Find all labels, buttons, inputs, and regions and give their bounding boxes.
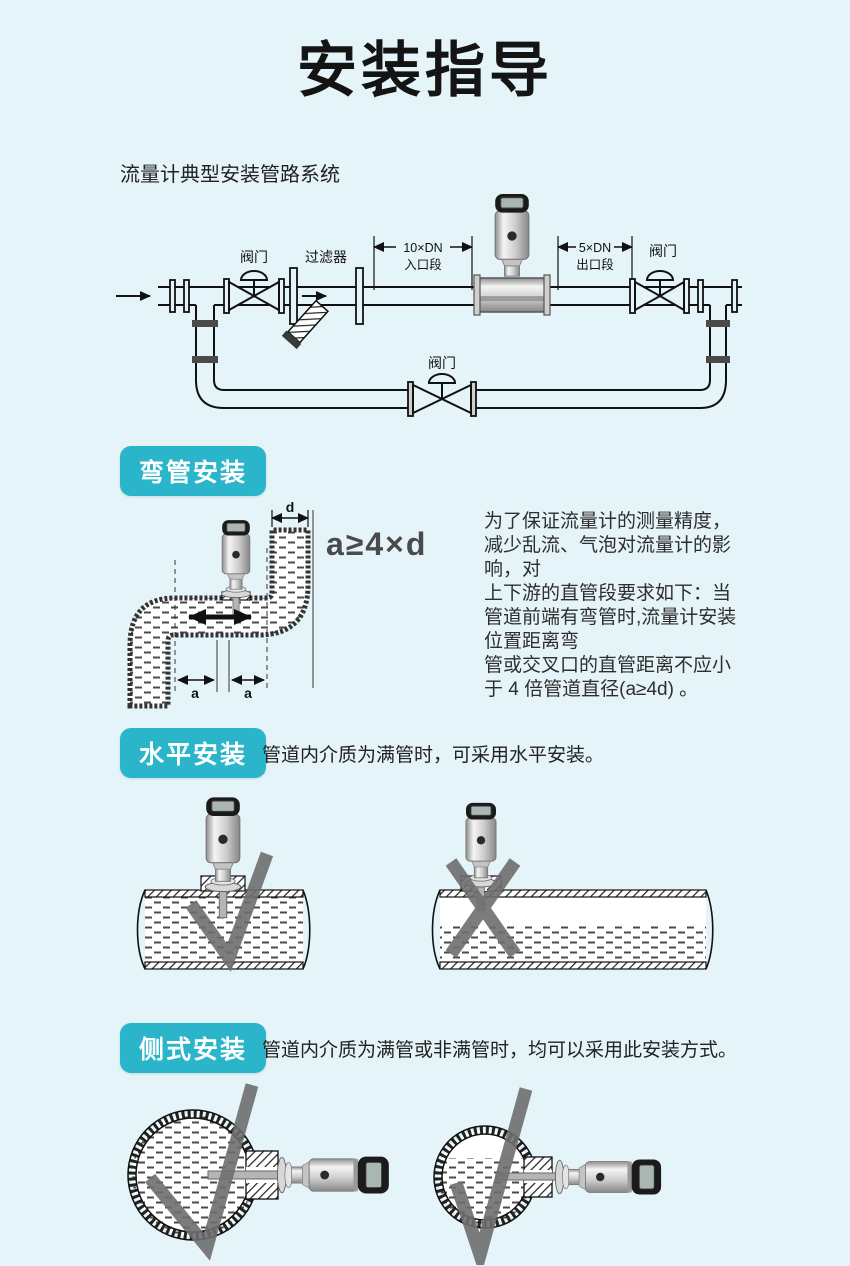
page-title: 安装指导 — [297, 37, 553, 104]
valve-bypass-label: 阀门 — [428, 355, 456, 371]
valve-right-label: 阀门 — [649, 243, 677, 259]
filter-icon — [281, 267, 364, 350]
side-description: 管道内介质为满管或非满管时，均可以采用此安装方式。 — [262, 1040, 738, 1061]
bypass-loop — [195, 379, 727, 409]
flow-meter-sensor — [276, 1155, 390, 1195]
valve-bypass-icon — [407, 373, 477, 417]
x-mark-icon — [445, 858, 521, 958]
inlet-section-dimension: 10×DN 入口段 — [373, 236, 473, 290]
outlet-section-dimension: 5×DN 出口段 — [557, 236, 633, 290]
sensor-probe — [207, 1170, 281, 1180]
horizontal-wrong-diagram — [431, 802, 714, 970]
inlet-length-label: 10×DN — [403, 241, 442, 255]
flow-meter-display-head — [494, 194, 530, 277]
dimension-a-left: a — [177, 675, 215, 701]
right-tee — [709, 305, 727, 380]
flow-meter-sensor — [554, 1158, 662, 1196]
valve-left-icon — [223, 270, 285, 314]
dimension-d: d — [271, 500, 309, 527]
checkmark-icon — [449, 1087, 533, 1265]
section-heading-elbow: 弯管安装 — [120, 446, 267, 496]
outlet-section-label: 出口段 — [576, 257, 614, 272]
inlet-section-label: 入口段 — [404, 257, 442, 272]
checkmark-icon — [185, 851, 274, 972]
svg-text:a: a — [191, 685, 199, 701]
left-tee — [195, 305, 215, 380]
outlet-length-label: 5×DN — [579, 241, 611, 255]
elbow-description: 为了保证流量计的测量精度， 减少乱流、气泡对流量计的影 响，对 上下游的直管段要… — [484, 511, 737, 700]
section-heading-side: 侧式安装 — [120, 1023, 267, 1073]
valve-left-label: 阀门 — [240, 249, 268, 265]
dimension-a-right: a — [231, 675, 265, 701]
horizontal-correct-diagram — [136, 796, 311, 972]
pipe-couplings — [192, 320, 730, 363]
valve-right-icon — [629, 270, 690, 314]
flow-meter — [473, 194, 551, 316]
checkmark-icon — [144, 1083, 259, 1261]
diagram-caption: 流量计典型安装管路系统 — [120, 164, 340, 186]
svg-text:d: d — [286, 500, 295, 515]
side-full-pipe-diagram — [127, 1083, 390, 1261]
elbow-installation-diagram: a a d — [127, 500, 314, 709]
piping-system-diagram: 阀门 过滤器 10×DN 入口段 — [116, 194, 742, 417]
pipe-liquid-partial — [440, 926, 706, 962]
filter-label: 过滤器 — [305, 249, 347, 265]
clearance-formula: a≥4×d — [326, 526, 428, 562]
horizontal-description: 管道内介质为满管时，可采用水平安装。 — [262, 745, 605, 766]
side-partial-pipe-diagram — [433, 1087, 662, 1265]
svg-text:a: a — [244, 685, 252, 701]
section-heading-horizontal: 水平安装 — [120, 728, 267, 778]
